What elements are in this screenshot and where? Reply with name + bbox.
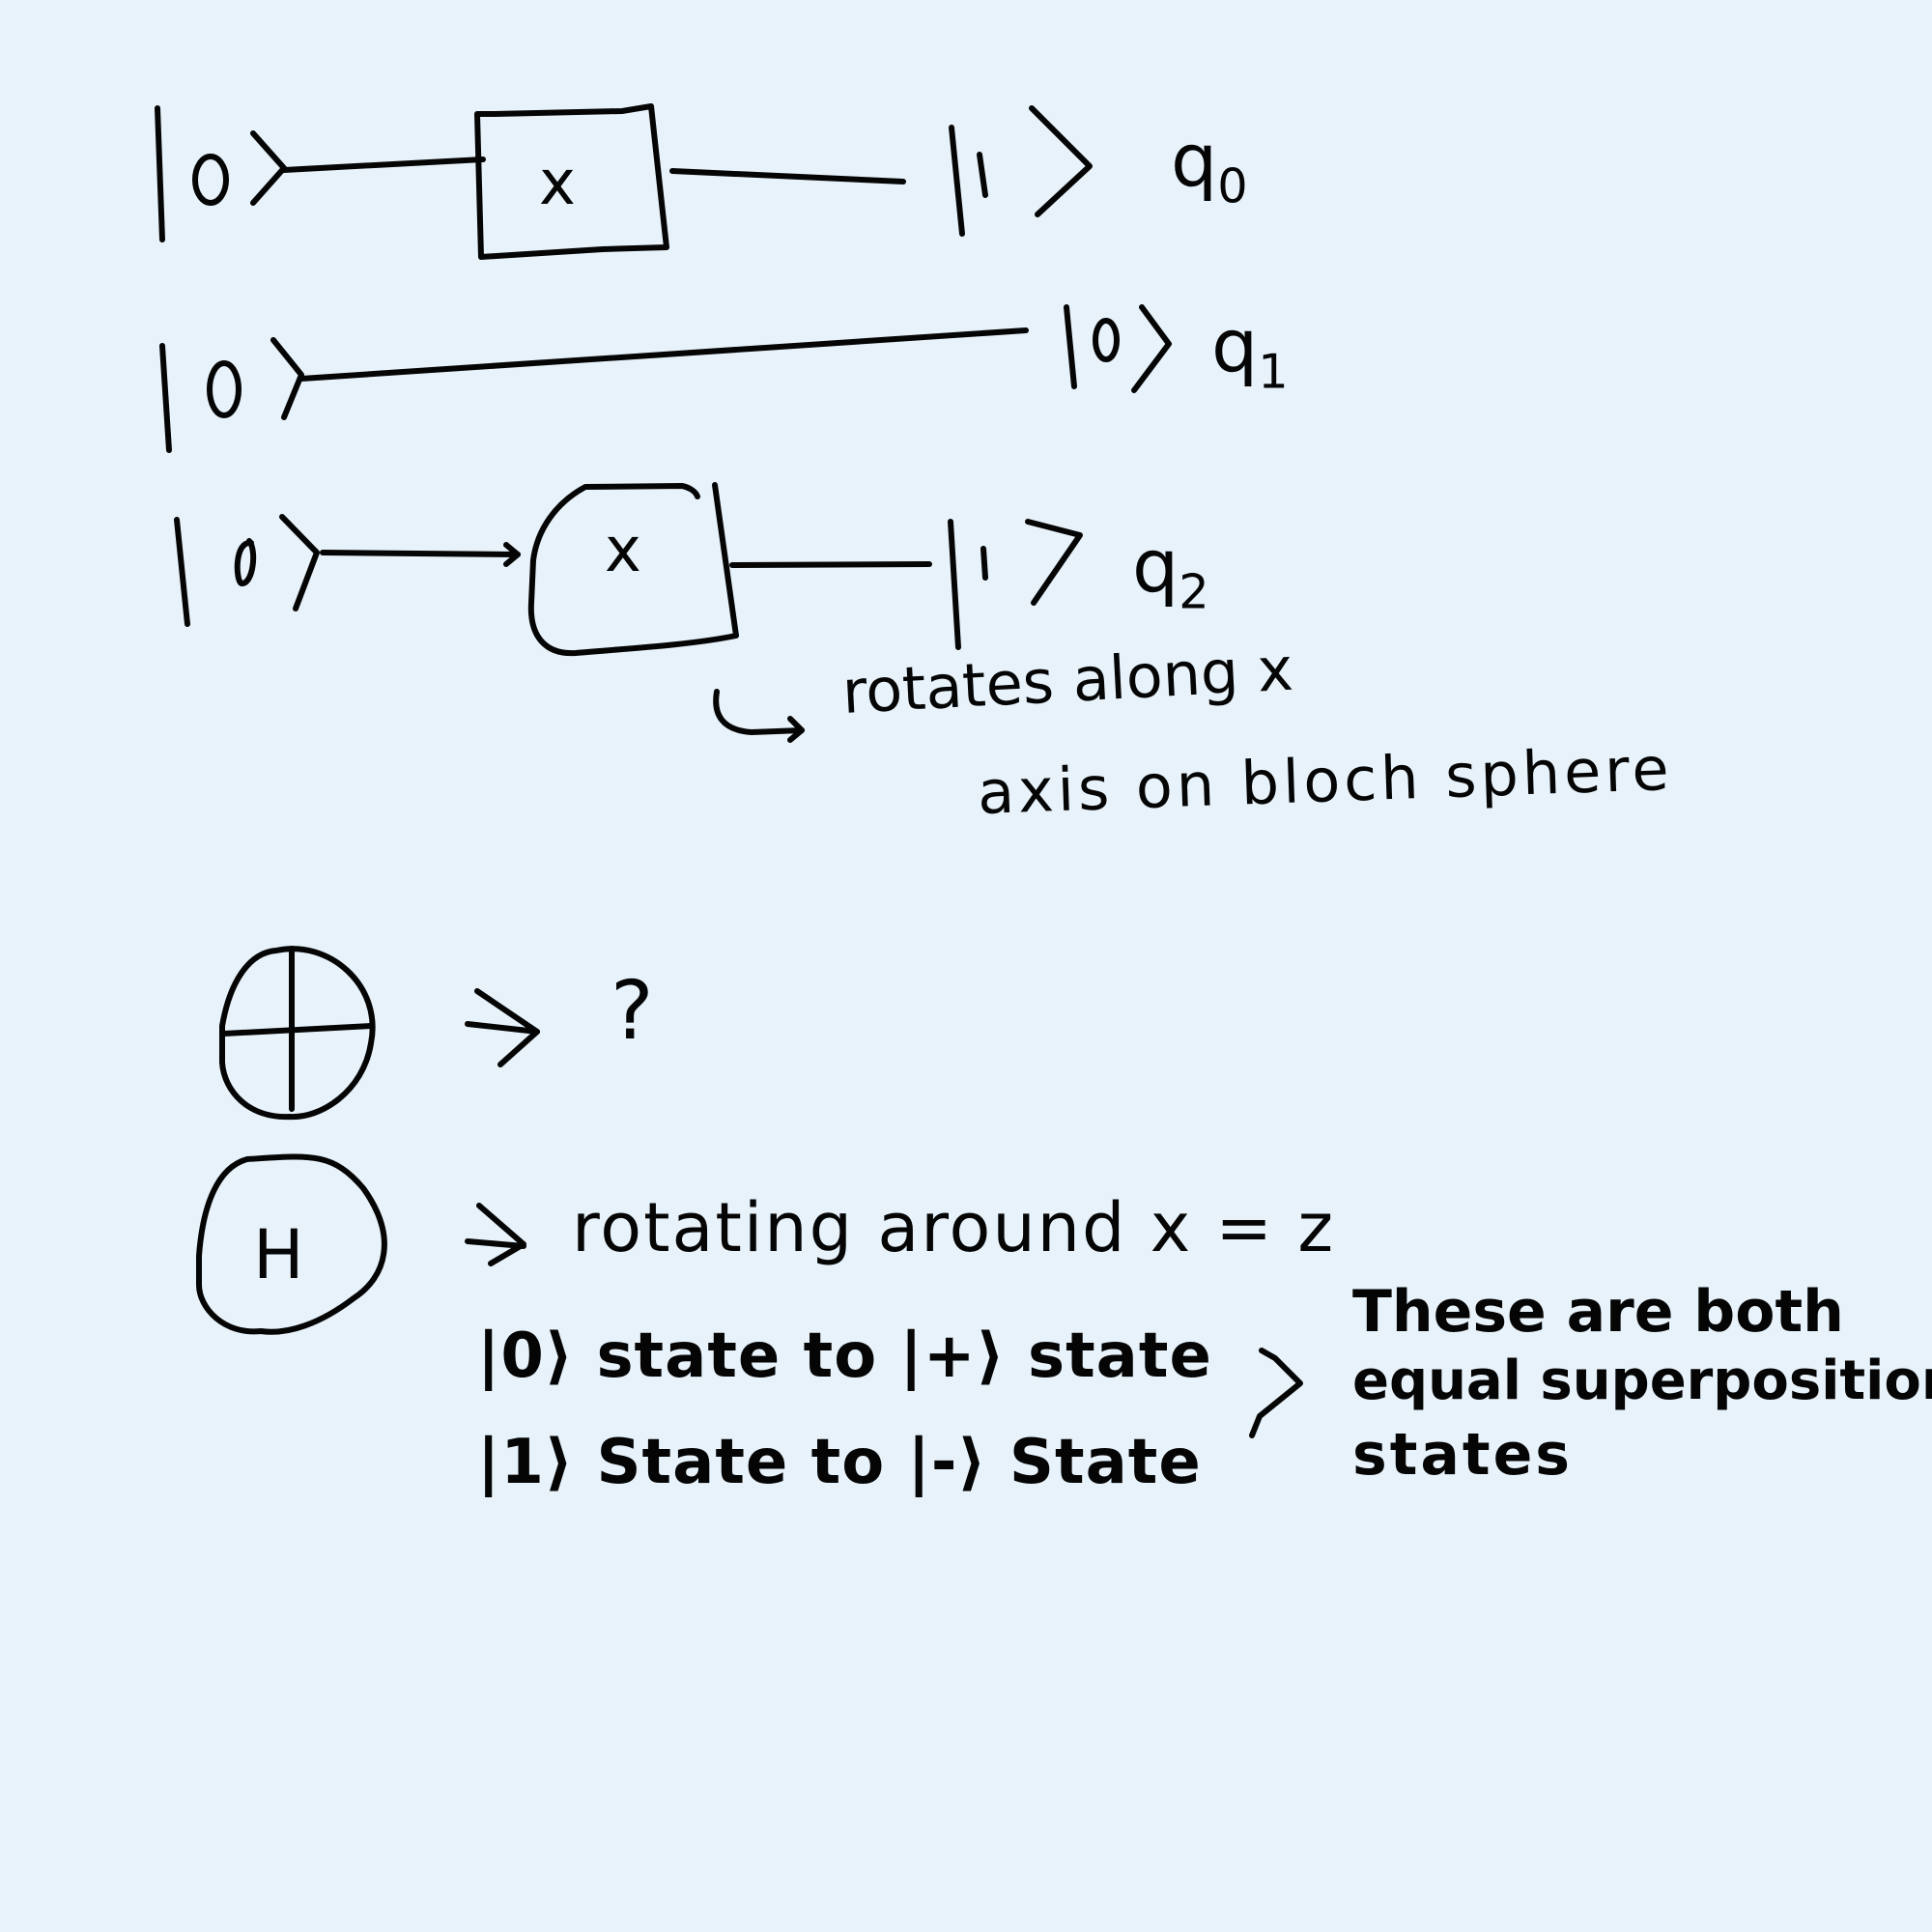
q1-output-bar [1064, 304, 1077, 389]
q1-qubit-label: q1 [1211, 309, 1289, 396]
q2-wire-left [320, 550, 521, 557]
q0-output-angle [1029, 105, 1093, 217]
cnot-result: ? [611, 963, 654, 1058]
q1-input-angle [270, 337, 304, 420]
q0-wire-left [281, 156, 486, 173]
cnot-circle [219, 946, 376, 1121]
cnot-horizontal [221, 1023, 374, 1037]
q0-wire-right [669, 168, 906, 185]
q2-qubit-label: q2 [1132, 529, 1209, 616]
note-hook-arrow [713, 689, 805, 735]
summary-brace [1249, 1348, 1303, 1438]
summary-line-1: These are both [1352, 1278, 1844, 1346]
q2-output-angle [1025, 519, 1083, 606]
q0-wire-group [155, 103, 1093, 260]
q2-output-one [980, 546, 988, 581]
q1-wire-group [159, 304, 1172, 453]
q2-wire-arrowhead [503, 542, 521, 567]
q2-input-zero [234, 538, 257, 586]
q2-qubit-letter: q [1132, 523, 1179, 609]
q1-output-angle [1131, 304, 1172, 393]
q0-output-one [977, 152, 988, 198]
q2-output-bar [948, 519, 961, 650]
q0-input-angle [250, 130, 287, 206]
state-line-2: |1⟩ State to |-⟩ State [477, 1427, 1202, 1498]
q0-qubit-letter: q [1171, 117, 1218, 203]
q0-output-bar [949, 125, 965, 237]
q0-qubit-label: q0 [1171, 124, 1248, 211]
q0-input-bar [155, 105, 165, 242]
cnot-arrow-shaft [465, 1021, 540, 1035]
hadamard-arrow-head [476, 1203, 526, 1266]
q1-qubit-letter: q [1211, 302, 1259, 388]
q2-wire-right [729, 561, 932, 568]
hadamard-description: rotating around x = z [572, 1188, 1336, 1267]
hadamard-circle [196, 1153, 387, 1335]
cnot-arrow-head [474, 988, 540, 1067]
summary-line-3: states [1352, 1421, 1573, 1489]
q1-input-zero [207, 360, 242, 418]
q0-gate-box [474, 103, 669, 260]
q0-gate-label: x [539, 148, 576, 219]
q1-output-zero [1093, 318, 1120, 362]
note-hook-arrowhead [787, 716, 805, 743]
hadamard-label: H [253, 1215, 304, 1294]
q2-gate-box [527, 482, 739, 657]
q1-qubit-index: 1 [1258, 343, 1289, 400]
hadamard-symbol [196, 1153, 387, 1335]
summary-line-2: equal superposition [1352, 1350, 1932, 1412]
state-line-1: |0⟩ state to |+⟩ state [477, 1321, 1212, 1392]
q2-input-angle [279, 514, 320, 611]
q2-input-bar [174, 517, 190, 627]
q2-qubit-index: 2 [1179, 563, 1209, 620]
q2-gate-label: x [605, 515, 641, 586]
q1-input-bar [159, 343, 172, 453]
q0-input-zero [192, 154, 229, 206]
q0-qubit-index: 0 [1217, 157, 1248, 214]
hadamard-arrow-shaft [465, 1238, 526, 1249]
cnot-symbol [219, 946, 376, 1121]
q2-wire-group [174, 482, 1083, 657]
q1-wire [298, 327, 1029, 382]
